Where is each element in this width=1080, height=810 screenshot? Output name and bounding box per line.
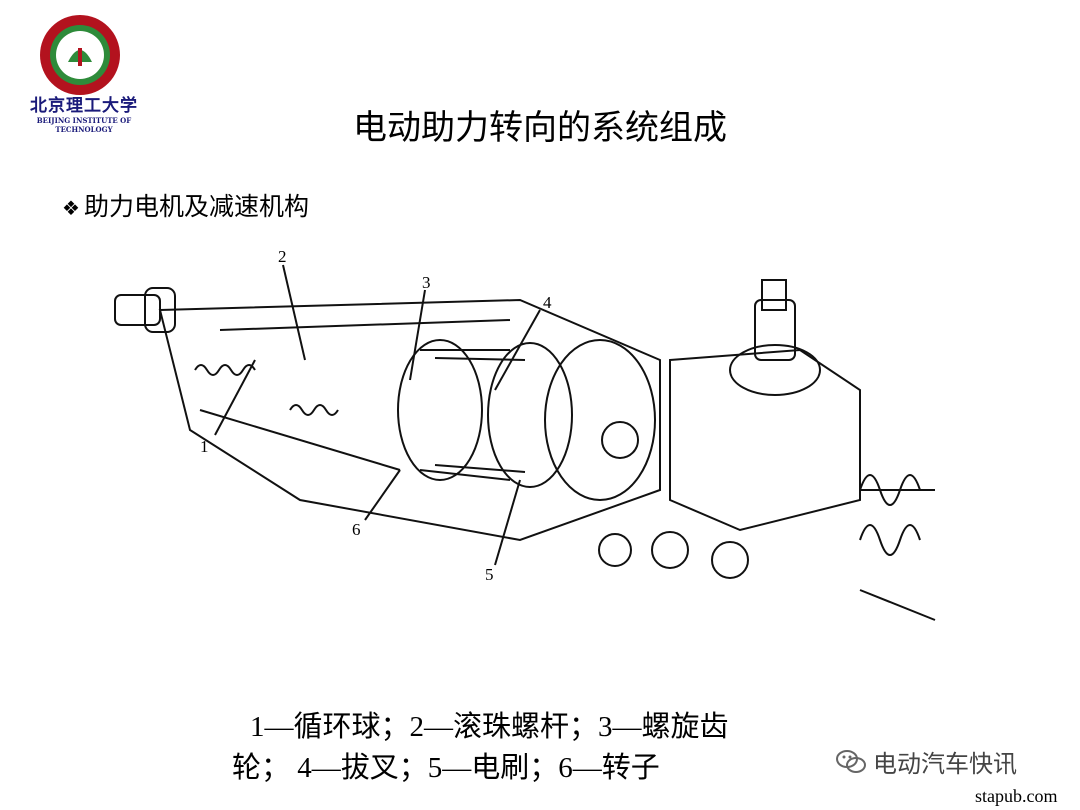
callout-6: 6 xyxy=(352,520,361,539)
callout-1: 1 xyxy=(200,437,209,456)
callout-4: 4 xyxy=(543,293,552,312)
university-name: 北京理工大学 BEIJING INSTITUTE OF TECHNOLOGY xyxy=(14,96,154,134)
callout-3: 3 xyxy=(422,273,431,292)
wechat-account-name: 电动汽车快讯 xyxy=(873,750,1017,778)
university-name-cn: 北京理工大学 xyxy=(30,96,138,116)
wechat-watermark: 电动汽车快讯 xyxy=(835,744,1017,779)
figure-caption-line-1: 1—循环球；2—滚珠螺杆；3—螺旋齿 xyxy=(250,711,729,743)
steering-assembly-drawing: 1 2 3 4 5 6 xyxy=(114,247,936,621)
callout-2: 2 xyxy=(278,247,287,266)
site-watermark: stapub.com xyxy=(975,786,1058,806)
university-logo xyxy=(10,10,160,135)
university-name-en: BEIJING INSTITUTE OF TECHNOLOGY xyxy=(36,116,132,134)
callout-5: 5 xyxy=(485,565,494,584)
wechat-icon xyxy=(836,749,866,773)
page-title: 电动助力转向的系统组成 xyxy=(353,108,727,148)
figure-caption-line-2: 轮； 4—拔叉；5—电刷；6—转子 xyxy=(232,752,660,784)
university-emblem-icon xyxy=(40,15,120,95)
bullet-item: ❖助力电机及减速机构 xyxy=(62,187,309,223)
bullet-text: 助力电机及减速机构 xyxy=(83,192,309,221)
diamond-bullet-icon: ❖ xyxy=(62,196,80,220)
